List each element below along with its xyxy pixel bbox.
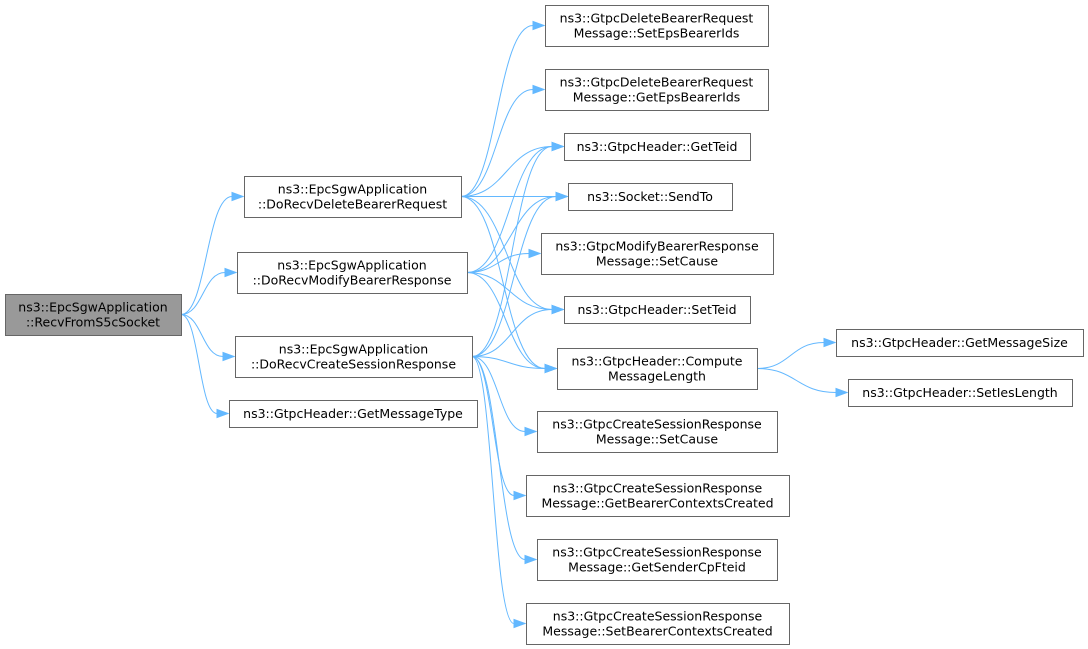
node-do-recv-create-session-response-label-line-1: ns3::EpcSgwApplication — [279, 342, 428, 357]
node-create-session-response-set-cause[interactable]: ns3::GtpcCreateSessionResponseMessage::S… — [537, 411, 778, 453]
node-gtpc-header-get-teid[interactable]: ns3::GtpcHeader::GetTeid — [564, 133, 751, 161]
edge-drcsr-to-cssc — [471, 356, 538, 437]
node-do-recv-modify-bearer-response-label-line-1: ns3::EpcSgwApplication — [277, 258, 426, 273]
node-do-recv-create-session-response-box — [235, 336, 473, 378]
node-gtpc-header-get-message-type-label-line-1: ns3::GtpcHeader::GetMessageType — [243, 406, 463, 421]
node-create-session-response-set-bearer-contexts-created-label-line-2: Message::SetBearerContextsCreated — [542, 624, 772, 639]
node-delete-bearer-get-eps-bearer-ids-box — [545, 69, 769, 111]
node-socket-send-to-box — [568, 183, 733, 211]
node-gtpc-header-set-ies-length-label-line-1: ns3::GtpcHeader::SetIesLength — [862, 385, 1057, 400]
node-delete-bearer-set-eps-bearer-ids-box — [545, 5, 769, 47]
node-socket-send-to[interactable]: ns3::Socket::SendTo — [568, 183, 733, 211]
node-create-session-response-get-bearer-contexts-created[interactable]: ns3::GtpcCreateSessionResponseMessage::G… — [526, 475, 790, 517]
node-recv-from-s5c-socket-box — [5, 294, 182, 336]
node-modify-bearer-response-set-cause-box — [541, 233, 774, 275]
node-recv-from-s5c-socket-label-line-2: ::RecvFromS5cSocket — [26, 315, 160, 330]
node-gtpc-header-get-teid-box — [564, 133, 751, 161]
node-socket-send-to-label-line-1: ns3::Socket::SendTo — [587, 189, 713, 204]
node-create-session-response-set-cause-label-line-1: ns3::GtpcCreateSessionResponse — [552, 417, 762, 432]
edge-drcsr-to-cml — [471, 356, 558, 374]
node-do-recv-delete-bearer-request-box — [244, 176, 462, 218]
node-gtpc-header-get-message-size-label-line-1: ns3::GtpcHeader::GetMessageSize — [851, 335, 1068, 350]
node-create-session-response-get-bearer-contexts-created-box — [526, 475, 790, 517]
node-create-session-response-get-sender-cp-fteid-label-line-2: Message::GetSenderCpFteid — [568, 560, 746, 575]
node-layer: ns3::EpcSgwApplication::RecvFromS5cSocke… — [5, 5, 1084, 645]
node-do-recv-delete-bearer-request-label-line-1: ns3::EpcSgwApplication — [278, 182, 427, 197]
node-create-session-response-set-bearer-contexts-created-box — [526, 603, 790, 645]
node-gtpc-header-compute-message-length-label-line-2: MessageLength — [608, 369, 706, 384]
node-gtpc-header-set-teid[interactable]: ns3::GtpcHeader::SetTeid — [564, 296, 751, 324]
node-gtpc-header-compute-message-length-label-line-1: ns3::GtpcHeader::Compute — [572, 354, 743, 369]
node-do-recv-modify-bearer-response[interactable]: ns3::EpcSgwApplication::DoRecvModifyBear… — [237, 252, 468, 294]
edge-cml-to-sil — [756, 368, 849, 398]
node-create-session-response-set-cause-box — [537, 411, 778, 453]
edge-drmbr-to-mbsc — [466, 248, 542, 273]
node-create-session-response-set-bearer-contexts-created[interactable]: ns3::GtpcCreateSessionResponseMessage::S… — [526, 603, 790, 645]
node-delete-bearer-get-eps-bearer-ids-label-line-2: Message::GetEpsBearerIds — [573, 90, 741, 105]
node-do-recv-delete-bearer-request[interactable]: ns3::EpcSgwApplication::DoRecvDeleteBear… — [244, 176, 462, 218]
edge-recv-to-drcsr — [180, 314, 236, 362]
edge-drmbr-to-setteid — [466, 272, 565, 315]
node-do-recv-modify-bearer-response-box — [237, 252, 468, 294]
edge-layer — [180, 20, 849, 629]
edge-drdbr-to-dget — [460, 84, 546, 197]
node-gtpc-header-set-teid-box — [564, 296, 751, 324]
node-do-recv-modify-bearer-response-label-line-2: ::DoRecvModifyBearerResponse — [253, 273, 452, 288]
edge-drcsr-to-getteid — [471, 141, 565, 357]
node-delete-bearer-set-eps-bearer-ids[interactable]: ns3::GtpcDeleteBearerRequestMessage::Set… — [545, 5, 769, 47]
edge-recv-to-drmbr — [180, 267, 238, 315]
node-gtpc-header-compute-message-length-box — [557, 348, 758, 390]
edge-drcsr-to-sendto — [471, 191, 569, 357]
edge-drdbr-to-cml — [460, 196, 558, 374]
node-delete-bearer-set-eps-bearer-ids-label-line-2: Message::SetEpsBearerIds — [574, 26, 740, 41]
node-do-recv-create-session-response[interactable]: ns3::EpcSgwApplication::DoRecvCreateSess… — [235, 336, 473, 378]
node-create-session-response-get-bearer-contexts-created-label-line-1: ns3::GtpcCreateSessionResponse — [553, 481, 763, 496]
node-delete-bearer-get-eps-bearer-ids[interactable]: ns3::GtpcDeleteBearerRequestMessage::Get… — [545, 69, 769, 111]
node-do-recv-delete-bearer-request-label-line-2: ::DoRecvDeleteBearerRequest — [258, 197, 447, 212]
node-gtpc-header-get-message-size[interactable]: ns3::GtpcHeader::GetMessageSize — [836, 329, 1084, 357]
node-modify-bearer-response-set-cause-label-line-2: Message::SetCause — [596, 254, 719, 269]
node-create-session-response-set-bearer-contexts-created-label-line-1: ns3::GtpcCreateSessionResponse — [553, 609, 763, 624]
node-create-session-response-set-cause-label-line-2: Message::SetCause — [596, 432, 719, 447]
edge-recv-to-gmt — [180, 314, 230, 419]
node-recv-from-s5c-socket[interactable]: ns3::EpcSgwApplication::RecvFromS5cSocke… — [5, 294, 182, 336]
node-gtpc-header-set-ies-length[interactable]: ns3::GtpcHeader::SetIesLength — [848, 379, 1073, 407]
node-create-session-response-get-bearer-contexts-created-label-line-2: Message::GetBearerContextsCreated — [541, 496, 773, 511]
node-recv-from-s5c-socket-label-line-1: ns3::EpcSgwApplication — [18, 300, 167, 315]
node-create-session-response-get-sender-cp-fteid-label-line-1: ns3::GtpcCreateSessionResponse — [552, 545, 762, 560]
edge-recv-to-drdbr — [180, 191, 245, 315]
edge-drcsr-to-cssbc — [471, 356, 527, 629]
edge-drcsr-to-setteid — [471, 304, 565, 357]
node-gtpc-header-get-message-type[interactable]: ns3::GtpcHeader::GetMessageType — [229, 400, 478, 428]
node-gtpc-header-get-message-type-box — [229, 400, 478, 428]
edge-drcsr-to-csgbc — [471, 356, 527, 501]
node-delete-bearer-set-eps-bearer-ids-label-line-1: ns3::GtpcDeleteBearerRequest — [560, 11, 754, 26]
node-modify-bearer-response-set-cause[interactable]: ns3::GtpcModifyBearerResponseMessage::Se… — [541, 233, 774, 275]
node-gtpc-header-get-teid-label-line-1: ns3::GtpcHeader::GetTeid — [577, 139, 738, 154]
node-create-session-response-get-sender-cp-fteid-box — [537, 539, 778, 581]
edge-drdbr-to-dset — [460, 20, 546, 197]
node-modify-bearer-response-set-cause-label-line-1: ns3::GtpcModifyBearerResponse — [555, 239, 759, 254]
node-create-session-response-get-sender-cp-fteid[interactable]: ns3::GtpcCreateSessionResponseMessage::G… — [537, 539, 778, 581]
node-gtpc-header-set-ies-length-box — [848, 379, 1073, 407]
node-gtpc-header-set-teid-label-line-1: ns3::GtpcHeader::SetTeid — [577, 302, 736, 317]
node-do-recv-create-session-response-label-line-2: ::DoRecvCreateSessionResponse — [251, 357, 456, 372]
node-gtpc-header-get-message-size-box — [836, 329, 1084, 357]
node-delete-bearer-get-eps-bearer-ids-label-line-1: ns3::GtpcDeleteBearerRequest — [560, 75, 754, 90]
edge-drcsr-to-csgsc — [471, 356, 538, 565]
edge-cml-to-gms — [756, 337, 837, 369]
